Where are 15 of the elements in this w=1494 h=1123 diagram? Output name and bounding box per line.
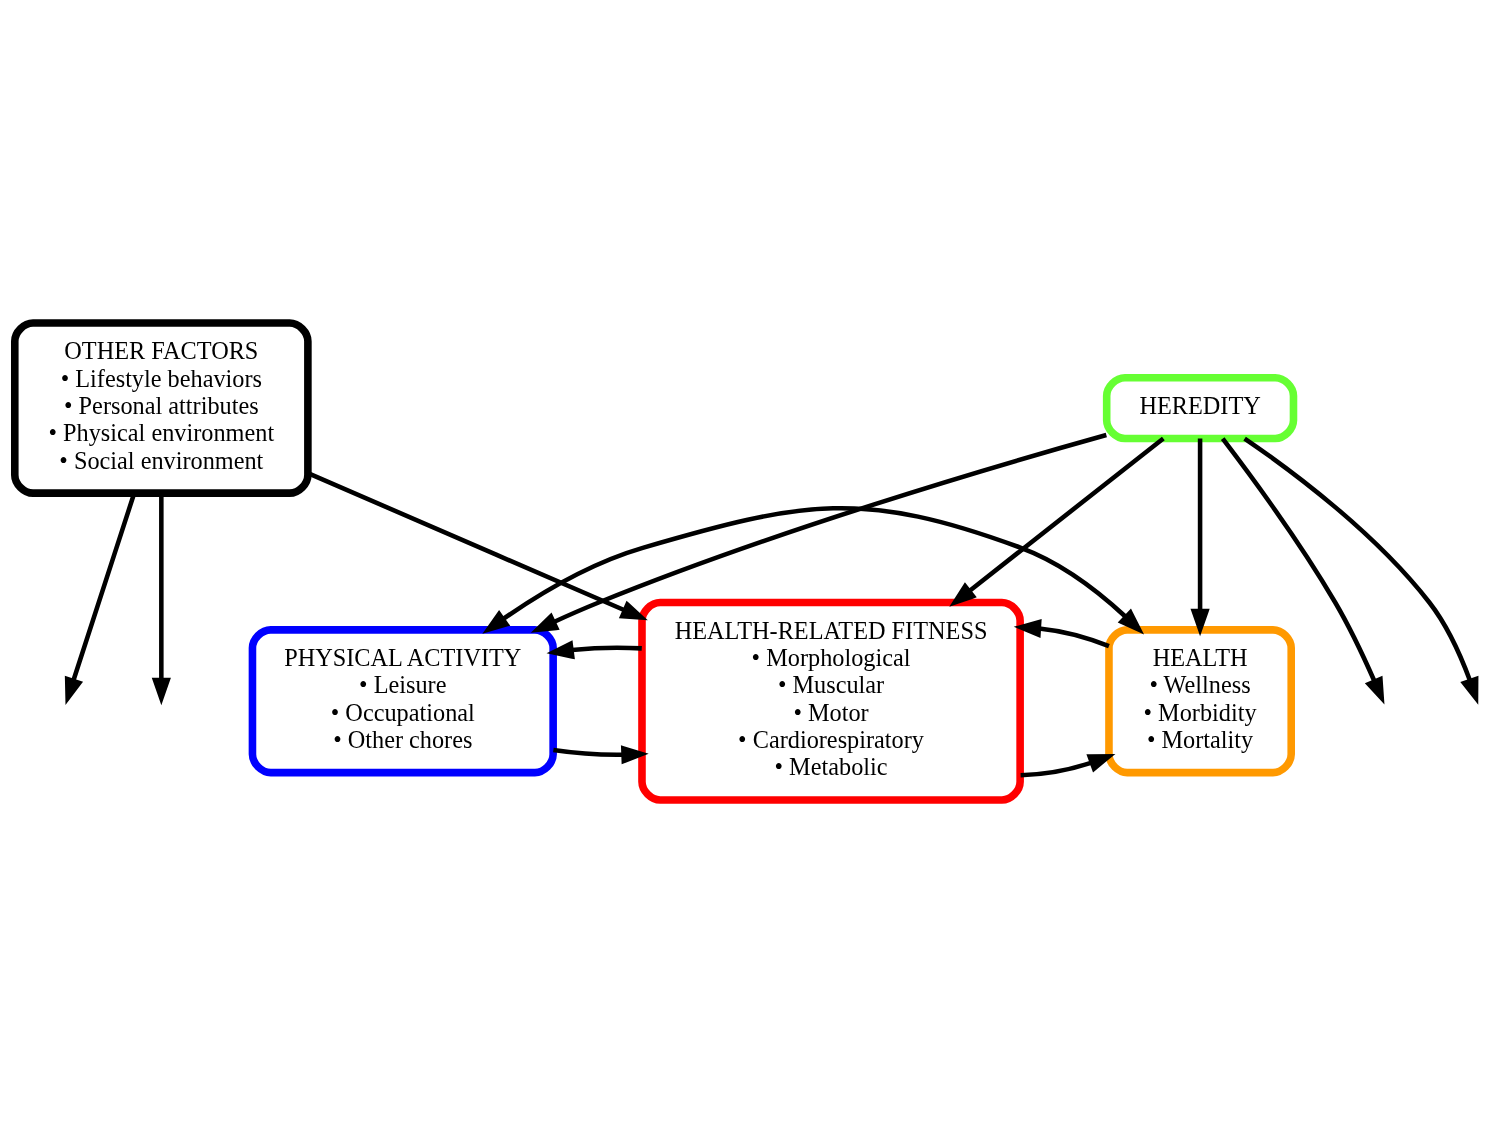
- arrow: [530, 432, 1107, 633]
- node-box: HEALTH • Wellness • Morbidity • Mortality: [1105, 626, 1295, 777]
- arrow: [1220, 437, 1385, 705]
- arrow: [1190, 438, 1210, 637]
- arrow: [1013, 618, 1110, 649]
- node-box: HEALTH-RELATED FITNESS • Morphological • Muscular • Motor • Cardiorespiratory • Metabolic: [638, 598, 1024, 804]
- arrow: [553, 745, 649, 765]
- arrow: [949, 436, 1165, 607]
- node-box: HEREDITY: [1102, 373, 1298, 443]
- arrow: [1243, 436, 1479, 705]
- arrow: [1020, 753, 1116, 778]
- node-box: OTHER FACTORS • Lifestyle behaviors • Personal attributes • Physical environment • Social environment: [11, 319, 312, 497]
- arrow: [482, 506, 1145, 635]
- node-box: PHYSICAL ACTIVITY • Leisure • Occupational • Other chores: [248, 626, 557, 777]
- arrow: [546, 640, 642, 660]
